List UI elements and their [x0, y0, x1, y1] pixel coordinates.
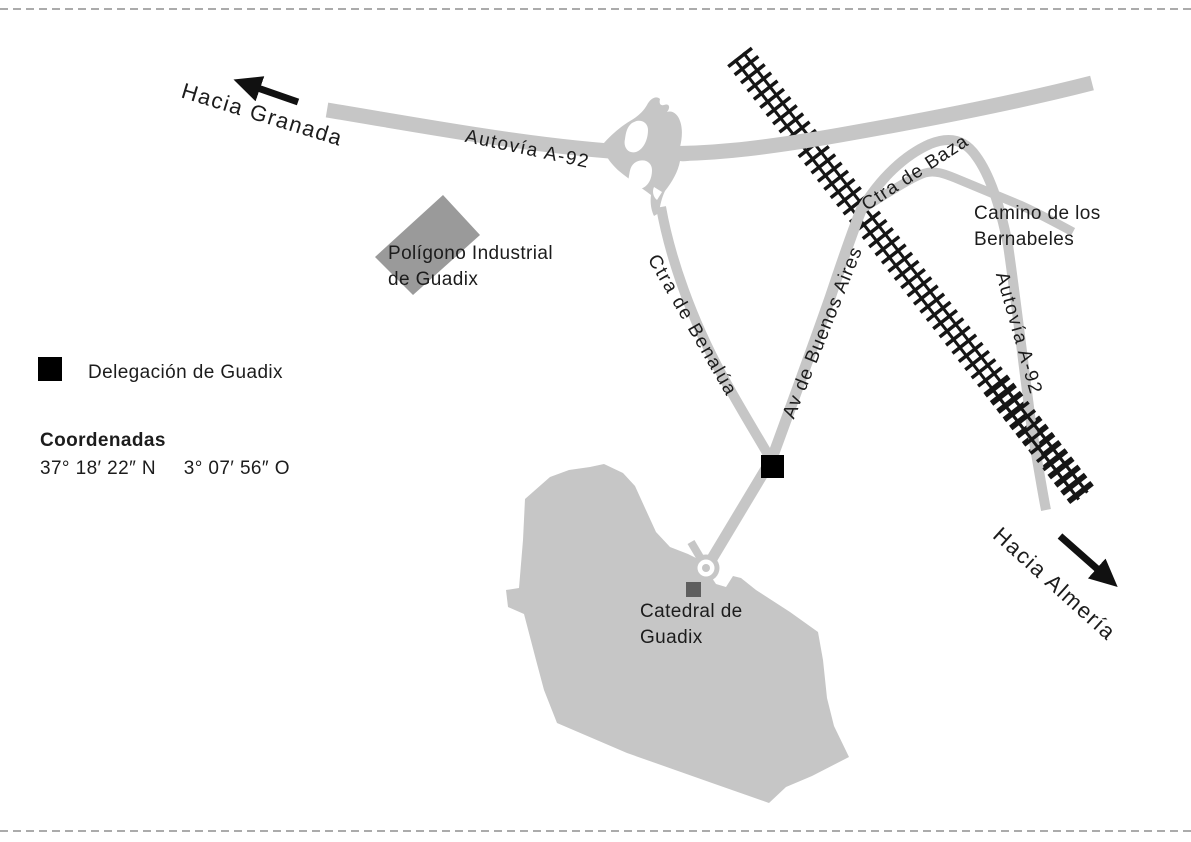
coordinates-heading: Coordenadas: [40, 430, 166, 451]
legend-delegacion-label: Delegación de Guadix: [88, 362, 283, 383]
road-camino-bernabeles: [859, 167, 1076, 236]
legend-delegacion-marker: [38, 357, 62, 381]
industrial-area: [375, 195, 480, 295]
road-autovia-a92-main: [325, 75, 1094, 162]
label-poligono-industrial: Polígono Industrial de Guadix: [388, 243, 553, 290]
coordinate-latitude: 37° 18′ 22″ N: [40, 458, 157, 479]
coordinate-longitude: 3° 07′ 56″ O: [183, 458, 290, 479]
railway-overlay: [984, 376, 1095, 506]
road-av-buenos-aires: [765, 205, 868, 463]
catedral-marker: [686, 582, 701, 597]
label-camino-bernabeles: Camino de los Bernabeles: [974, 203, 1101, 250]
delegacion-marker: [761, 455, 784, 478]
arrow-to-almeria-icon: [1057, 533, 1118, 587]
label-catedral-guadix: Catedral de Guadix: [640, 601, 743, 648]
road-connector-to-roundabout: [702, 459, 775, 570]
arrow-to-granada-icon: [233, 76, 300, 106]
interchange-loop-hole-upper: [624, 120, 648, 153]
interchange-loop-hole-lower: [628, 160, 652, 190]
interchange: [603, 97, 694, 216]
interchange-loop-hole-small: [653, 187, 662, 200]
roundabout: [692, 554, 720, 582]
road-network: [325, 75, 1094, 570]
city-area: [506, 464, 849, 803]
coordinates-values: 37° 18′ 22″ N 3° 07′ 56″ O: [40, 456, 290, 481]
road-ctra-benalua: [656, 206, 775, 461]
